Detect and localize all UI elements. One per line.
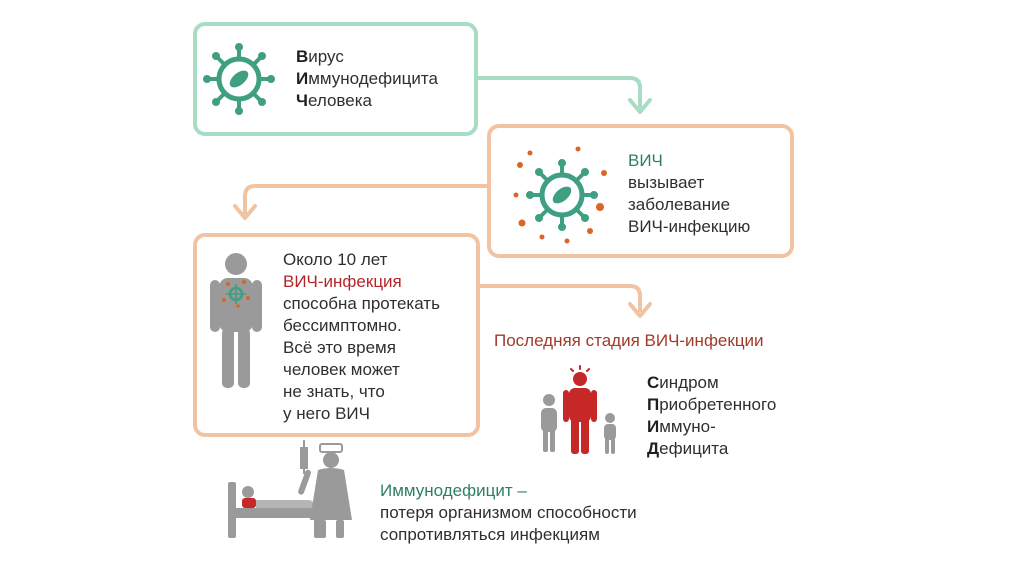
nurse-icon — [298, 440, 352, 538]
asym-line-7: не знать, что — [283, 382, 385, 401]
person-icon — [210, 253, 262, 388]
immunodeficiency-term: Иммунодефицит – — [380, 481, 527, 500]
sick-person-icon — [563, 365, 597, 454]
asym-line-5: Всё это время — [283, 338, 396, 357]
aids-text: Синдром Приобретенного Иммуно- Дефицита — [647, 372, 776, 460]
aids-line-1: Синдром — [647, 373, 719, 392]
immunodeficiency-line-3: сопротивляться инфекциям — [380, 525, 600, 544]
causes-line-4: ВИЧ-инфекцию — [628, 217, 751, 236]
family-icon — [541, 365, 616, 454]
immunodeficiency-text: Иммунодефицит – потеря организмом способ… — [380, 480, 637, 546]
causes-line-3: заболевание — [628, 195, 731, 214]
line-virus: Вирус — [296, 47, 344, 66]
aids-line-3: Иммуно- — [647, 417, 716, 436]
asym-line-1: Около 10 лет — [283, 250, 388, 269]
asym-line-3: способна протекать — [283, 294, 440, 313]
infected-virus-icon — [513, 146, 607, 244]
line-immunodeficiency: Иммунодефицита — [296, 69, 438, 88]
hiv-causes-text: ВИЧ вызывает заболевание ВИЧ-инфекцию — [628, 150, 750, 238]
asym-line-6: человек может — [283, 360, 400, 379]
asym-line-8: у него ВИЧ — [283, 404, 370, 423]
asym-line-2: ВИЧ-инфекция — [283, 272, 402, 291]
virus-icon — [203, 43, 275, 115]
immunodeficiency-line-2: потеря организмом способности — [380, 503, 637, 522]
last-stage-title: Последняя стадия ВИЧ-инфекции — [494, 331, 764, 350]
hiv-abbr: ВИЧ — [628, 151, 663, 170]
causes-line-2: вызывает — [628, 173, 705, 192]
asym-line-4: бессимптомно. — [283, 316, 402, 335]
aids-line-2: Приобретенного — [647, 395, 777, 414]
hiv-definition-text: Вирус Иммунодефицита Человека — [296, 46, 438, 112]
asymptomatic-text: Около 10 лет ВИЧ-инфекция способна проте… — [283, 249, 440, 425]
aids-line-4: Дефицита — [647, 439, 729, 458]
line-human: Человека — [296, 91, 372, 110]
hiv-causes-box — [487, 124, 794, 258]
